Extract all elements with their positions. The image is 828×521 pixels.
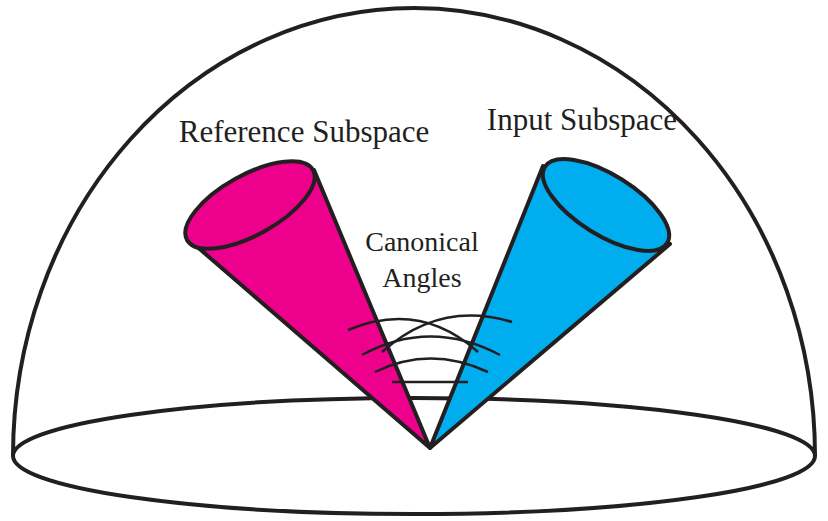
angle-arc	[382, 315, 512, 352]
angle-arcs	[348, 315, 512, 382]
text-label: Canonical Angles	[342, 224, 502, 297]
text-label: Reference Subspace	[144, 112, 464, 152]
angle-arc	[362, 337, 500, 356]
angle-arc	[375, 359, 488, 373]
input-cone-rim	[529, 141, 683, 268]
angle-arc	[348, 319, 478, 352]
reference-cone-rim	[172, 144, 327, 266]
text-label: Input Subspace	[432, 100, 732, 140]
dome-outline	[13, 8, 815, 456]
angle-arc	[392, 381, 468, 384]
